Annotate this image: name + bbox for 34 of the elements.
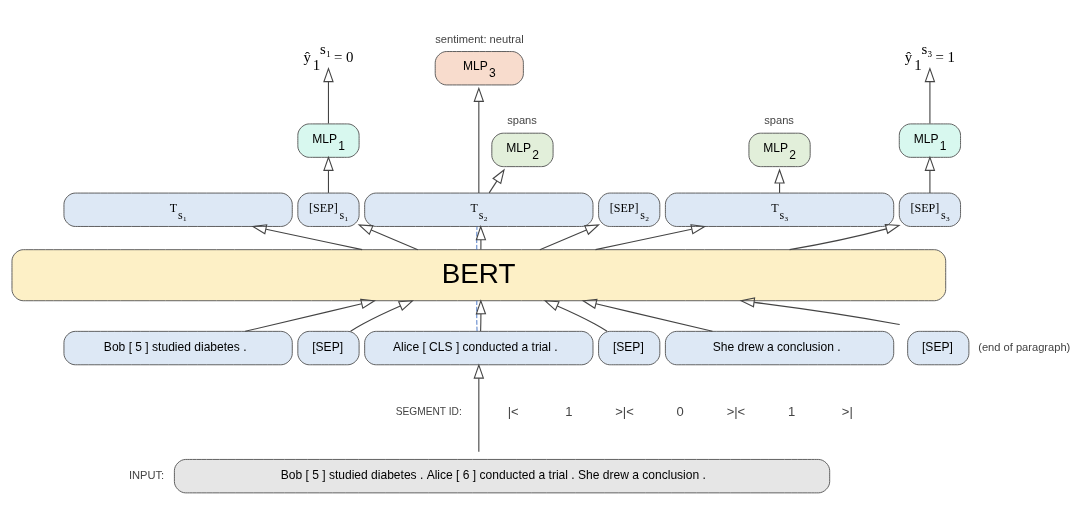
- arrow: [924, 66, 936, 124]
- arrow: [739, 296, 901, 325]
- arrow: [473, 86, 485, 193]
- arrow: [350, 299, 414, 332]
- arrow: [473, 362, 485, 452]
- label: |<: [507, 403, 519, 419]
- arrow: [488, 168, 505, 193]
- arrow: [323, 66, 334, 124]
- node-label: INPUT:: [128, 468, 165, 481]
- label: 0: [676, 403, 684, 419]
- label: 1: [565, 403, 573, 419]
- label: SEGMENT ID:: [395, 405, 462, 417]
- arrow: [251, 223, 363, 250]
- arrow: [543, 299, 608, 332]
- arrow: [594, 223, 707, 250]
- node-label: spans: [764, 113, 794, 126]
- arrow: [475, 224, 487, 250]
- arrow: [789, 223, 901, 250]
- arrow: [924, 155, 936, 193]
- node-label: sentiment: neutral: [435, 32, 524, 45]
- arrow: [357, 223, 419, 250]
- label: >|<: [726, 403, 746, 419]
- arrow: [581, 298, 713, 332]
- label: >|: [841, 403, 853, 419]
- label: >|<: [615, 403, 634, 419]
- arrow: [539, 223, 601, 250]
- node-label: (end of paragraph): [978, 340, 1071, 353]
- label: 1: [788, 403, 796, 419]
- connector: [476, 225, 478, 250]
- arrow: [475, 298, 487, 332]
- arrow: [323, 155, 334, 193]
- arrow: [244, 298, 377, 332]
- connector: [476, 299, 478, 331]
- node-label: spans: [507, 113, 537, 126]
